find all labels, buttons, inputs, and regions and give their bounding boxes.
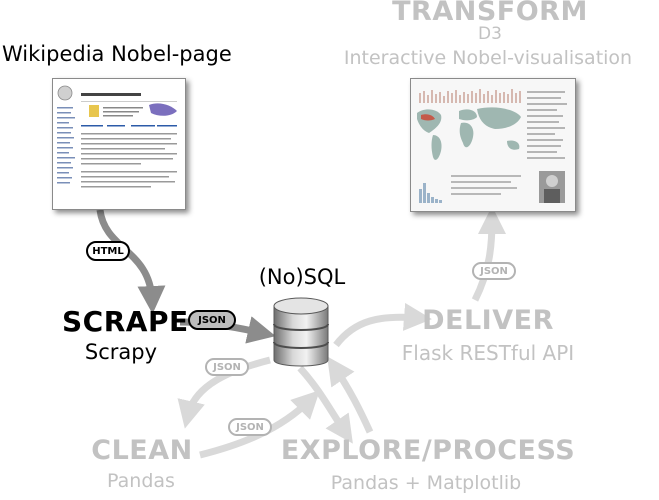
scrape-title: SCRAPE — [62, 305, 189, 338]
nobel-visualisation-thumbnail — [410, 78, 576, 212]
json-badge-deliver: JSON — [472, 262, 516, 280]
explore-title: EXPLORE/PROCESS — [280, 435, 576, 466]
db-title: (No)SQL — [258, 265, 346, 289]
deliver-tech: Flask RESTful API — [401, 341, 575, 365]
transform-title: TRANSFORM — [392, 0, 588, 27]
transform-tech: D3 — [478, 24, 502, 44]
database-icon — [272, 294, 330, 374]
scrape-tech: Scrapy — [84, 340, 158, 364]
clean-tech: Pandas — [107, 470, 175, 492]
html-badge: HTML — [86, 241, 130, 261]
json-badge-explore: JSON — [228, 418, 272, 436]
arrow-explore-to-db — [327, 356, 374, 434]
arrow-deliver-to-transform — [471, 206, 506, 302]
arrow-db-to-explore — [297, 365, 353, 444]
database-cylinder-icon — [273, 297, 329, 367]
arrow-db-to-clean — [177, 356, 271, 429]
json-badge-clean: JSON — [205, 358, 249, 376]
explore-tech: Pandas + Matplotlib — [330, 472, 522, 494]
transform-desc: Interactive Nobel-visualisation — [343, 47, 633, 69]
clean-title: CLEAN — [91, 435, 193, 466]
wikipedia-nobel-thumbnail — [52, 78, 186, 210]
arrow-db-to-deliver — [333, 302, 432, 348]
wikipedia-graphic — [53, 79, 185, 209]
visualisation-graphic — [411, 79, 575, 211]
wiki-title: Wikipedia Nobel-page — [2, 42, 232, 66]
json-badge-scrape: JSON — [188, 310, 236, 330]
deliver-title: DELIVER — [422, 305, 554, 336]
